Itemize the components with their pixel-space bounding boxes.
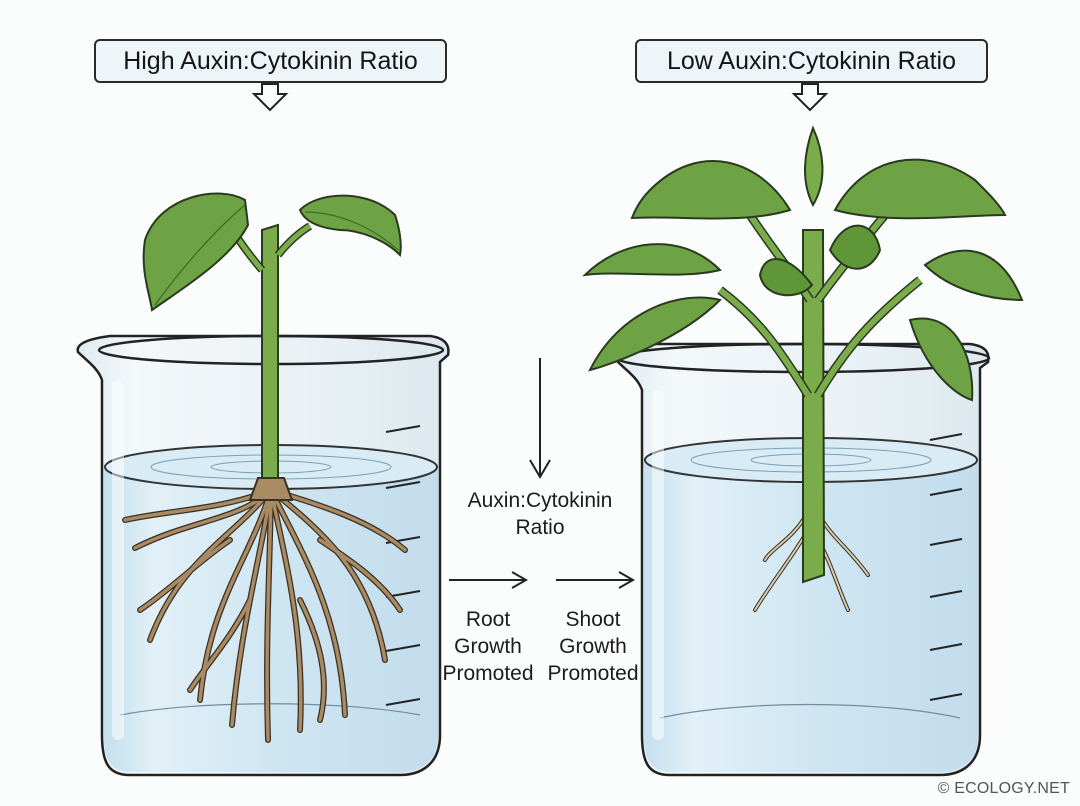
shoot-label-line1: Shoot (565, 608, 621, 631)
ratio-label: Auxin:Cytokinin Ratio (440, 487, 640, 541)
left-title-label: High Auxin:Cytokinin Ratio (94, 39, 447, 83)
shoot-label-line3: Promoted (547, 662, 639, 685)
label-pointer-arrows (251, 83, 829, 112)
right-plant (582, 125, 1024, 584)
center-arrows (449, 358, 636, 589)
ratio-label-line2: Ratio (515, 516, 565, 539)
ratio-label-line1: Auxin:Cytokinin (467, 489, 613, 512)
left-title-text: High Auxin:Cytokinin Ratio (123, 46, 418, 75)
root-growth-label: Root Growth Promoted (436, 606, 540, 687)
left-roots (122, 477, 408, 743)
shoot-label-line2: Growth (559, 635, 627, 658)
credit-watermark: © ECOLOGY.NET (937, 780, 1070, 797)
right-title-text: Low Auxin:Cytokinin Ratio (666, 46, 957, 75)
right-title-label: Low Auxin:Cytokinin Ratio (635, 39, 988, 83)
shoot-growth-label: Shoot Growth Promoted (541, 606, 645, 687)
root-label-line3: Promoted (442, 662, 534, 685)
root-label-line1: Root (465, 608, 511, 631)
root-label-line2: Growth (454, 635, 522, 658)
left-plant (142, 192, 402, 479)
